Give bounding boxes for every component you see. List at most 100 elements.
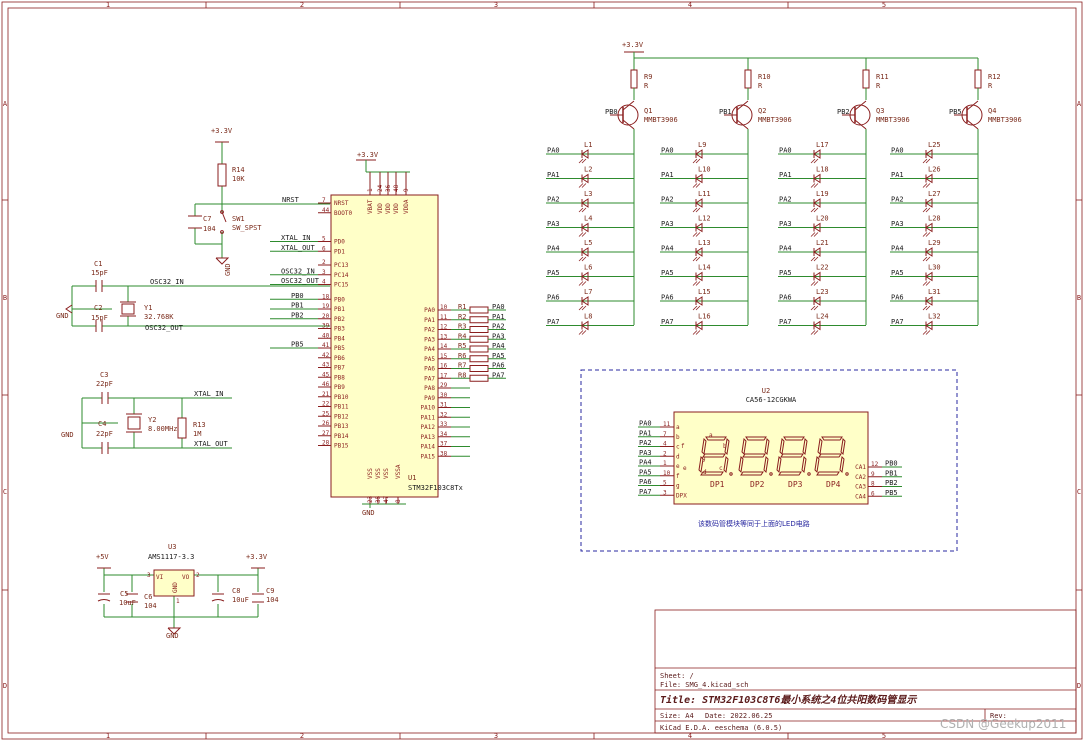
reg-out-power: +3.3V xyxy=(246,553,268,561)
c5-ref: C5 xyxy=(120,590,128,598)
led-net: PA1 xyxy=(779,171,792,179)
q-ref: Q2 xyxy=(758,107,766,115)
led-ref: L5 xyxy=(584,239,592,247)
display-ref: U2 xyxy=(762,387,770,395)
mcu-pin-name: PA15 xyxy=(421,453,436,460)
display-pin-num: 2 xyxy=(663,450,667,457)
mcu-pin-num: 39 xyxy=(322,323,330,330)
mcu-pin-name: PA3 xyxy=(424,336,435,343)
mcu-pin-name: PB4 xyxy=(334,335,345,342)
display-pin-name: CA2 xyxy=(855,474,866,481)
mcu-value: STM32F103C8Tx xyxy=(408,484,463,492)
led-ref: L12 xyxy=(698,215,711,223)
mcu-body xyxy=(330,194,439,498)
mcu-pin-num: 16 xyxy=(440,363,448,370)
mcu-pin-name: VBAT xyxy=(367,199,374,214)
mcu-pin-name: VDD xyxy=(393,203,400,214)
led-ref: L1 xyxy=(584,141,592,149)
c3-val: 22pF xyxy=(96,380,113,388)
display-pin-num: 12 xyxy=(871,461,879,468)
mcu-pin-num: 19 xyxy=(322,303,330,310)
frame-col-5b: 5 xyxy=(882,732,886,740)
c9-val: 104 xyxy=(266,596,279,604)
q-val: MMBT3906 xyxy=(988,116,1022,124)
frame-row-b: B xyxy=(3,294,7,302)
mcu-pin-name: PA11 xyxy=(421,414,436,421)
q-r-ref: R11 xyxy=(876,73,889,81)
mcu-pin-name: PB11 xyxy=(334,404,349,411)
display-pin-num: 9 xyxy=(871,471,875,478)
led-net: PA4 xyxy=(779,245,792,253)
mcu-ref: U1 xyxy=(408,474,416,482)
res-net: PA7 xyxy=(492,371,505,379)
display-pin-num: 7 xyxy=(663,431,667,438)
mcu-pin-name: VSSA xyxy=(395,464,402,479)
osc32-gnd: GND xyxy=(56,312,69,320)
mcu-net-label: PB5 xyxy=(291,341,304,349)
mcu-pin-name: PB14 xyxy=(334,433,349,440)
mcu-pin-num: 7 xyxy=(322,197,326,204)
c5-val: 10uF xyxy=(119,599,136,607)
display-net: PA3 xyxy=(639,449,652,457)
frame-row-c-r: C xyxy=(1077,488,1081,496)
display-pin-num: 10 xyxy=(663,470,671,477)
q-ref: Q4 xyxy=(988,107,996,115)
led-net: PA3 xyxy=(891,220,904,228)
seg-letter-c: c xyxy=(719,465,723,472)
frame-row-d-r: D xyxy=(1077,682,1081,690)
frame-col-2b: 2 xyxy=(300,732,304,740)
display-net: PA4 xyxy=(639,459,652,467)
c6-ref: C6 xyxy=(144,593,152,601)
regulator-circuit: +5V +3.3V U3 AMS1117-3.3 VI VO GND 3 2 1… xyxy=(96,543,279,640)
display-pin-name: CA4 xyxy=(855,493,866,500)
xtal-out-net: XTAL_OUT xyxy=(194,440,229,448)
mcu-pin-name: PB8 xyxy=(334,374,345,381)
display-pin-num: 8 xyxy=(871,481,875,488)
mcu-pin-name: PA8 xyxy=(424,385,435,392)
mcu-pin-name: PB10 xyxy=(334,394,349,401)
q-r-val: R xyxy=(758,82,763,90)
display-net: PB2 xyxy=(885,479,898,487)
q-ref: Q1 xyxy=(644,107,652,115)
mcu-pin-name: PB6 xyxy=(334,355,345,362)
osc-gnd: GND xyxy=(61,431,74,439)
sw1-ref: SW1 xyxy=(232,215,245,223)
mcu-pin-name: PB0 xyxy=(334,296,345,303)
mcu-pin-name: PA6 xyxy=(424,366,435,373)
led-ref: L31 xyxy=(928,288,941,296)
c2-val: 15pF xyxy=(91,314,108,322)
mcu-pin-num: 3 xyxy=(322,269,326,276)
mcu-pin-name: PD0 xyxy=(334,239,345,246)
mcu-pin-num: 9 xyxy=(403,188,410,192)
mcu-net-label: PB2 xyxy=(291,311,304,319)
mcu-pin-num: 36 xyxy=(385,184,392,192)
sw1-val: SW_SPST xyxy=(232,224,262,232)
display-body xyxy=(673,411,869,505)
